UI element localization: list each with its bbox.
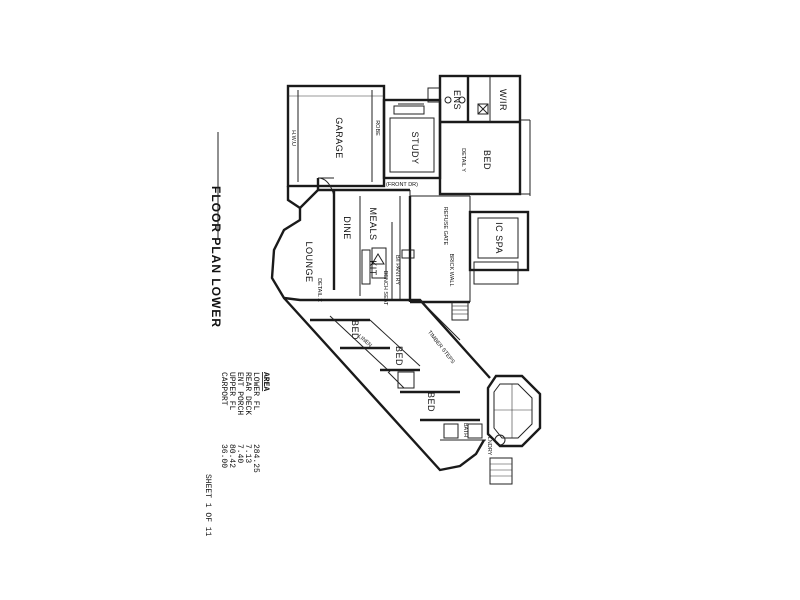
lndry-label: LNDRY bbox=[486, 437, 492, 456]
area-row-value: 284.25 bbox=[251, 444, 260, 473]
deck-walls bbox=[408, 195, 530, 321]
area-row-label: REAR DECK bbox=[243, 372, 252, 415]
bedroom-wing-walls bbox=[283, 297, 506, 472]
area-row-value: 7.40 bbox=[235, 444, 244, 463]
study-label: STUDY bbox=[410, 131, 420, 164]
sheet-number: SHEET 1 OF 11 bbox=[203, 474, 212, 537]
area-row-value: 7.13 bbox=[243, 444, 252, 463]
ensuite-label: ENS bbox=[452, 90, 462, 110]
refuse-gate-note: REFUSE GATE bbox=[442, 207, 448, 246]
front-door-note: (FRONT DR) bbox=[386, 182, 418, 188]
meals-label: MEALS bbox=[368, 207, 378, 240]
rear-steps bbox=[489, 457, 513, 485]
area-table: AREA LOWER FL 284.25 REAR DECK 7.13 ENT … bbox=[219, 372, 270, 473]
detail-y-note: DETAIL Y bbox=[460, 148, 466, 172]
linen-note: LINEN bbox=[357, 334, 373, 349]
spa-label: IC SPA bbox=[494, 222, 504, 254]
pantry-note: B/I PANTRY bbox=[394, 255, 400, 285]
plan-title: FLOOR PLAN LOWER bbox=[209, 186, 223, 328]
wir-label: W/IR bbox=[498, 89, 508, 111]
brick-wall-note: BRICK WALL bbox=[448, 253, 454, 286]
octagon-bay-walls bbox=[486, 374, 542, 448]
detail-x-note: DETAIL X bbox=[316, 278, 322, 302]
master-bed-label: BED bbox=[482, 150, 492, 170]
master-suite-walls bbox=[427, 74, 531, 196]
bath-label: BATH bbox=[462, 423, 468, 437]
area-row-label: LOWER FL bbox=[251, 372, 260, 411]
area-row-label: CARPORT bbox=[219, 372, 228, 406]
dine-label: DINE bbox=[342, 216, 352, 240]
bed-4-label: BED bbox=[426, 392, 436, 412]
entry-walls bbox=[286, 177, 335, 210]
lounge-label: LOUNGE bbox=[304, 241, 314, 282]
robe-note: ROBE bbox=[374, 120, 380, 136]
living-walls bbox=[270, 188, 415, 302]
bed-2-label: BED bbox=[350, 320, 360, 340]
bench-seat-note: BENCH SEAT bbox=[382, 271, 388, 306]
garage-label: GARAGE bbox=[334, 117, 344, 159]
area-row-label: UPPER FL bbox=[227, 372, 236, 411]
kit-label: KIT bbox=[368, 260, 378, 276]
hwu-note: H.W.U bbox=[290, 130, 296, 146]
area-row-value: 36.00 bbox=[219, 444, 228, 468]
bed-3-label: BED bbox=[394, 346, 404, 366]
area-row-value: 80.42 bbox=[227, 444, 236, 468]
area-row-label: ENT PORCH bbox=[235, 372, 244, 415]
area-heading: AREA bbox=[261, 372, 270, 391]
